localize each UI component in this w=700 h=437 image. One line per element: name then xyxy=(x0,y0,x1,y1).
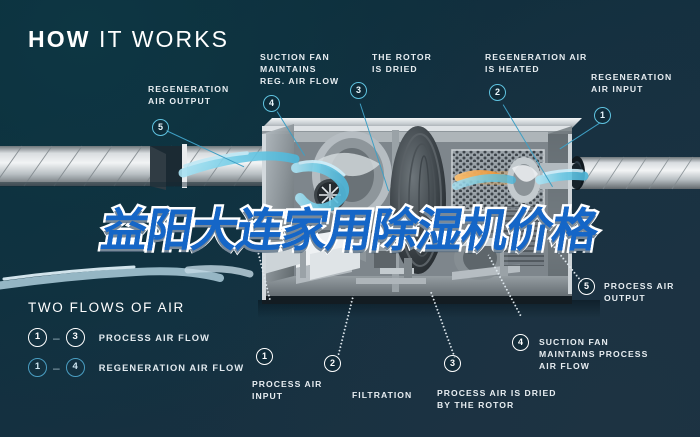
callout-filtration-label: FILTRATION xyxy=(352,390,413,400)
callout-marker-1-top[interactable]: 1 xyxy=(594,107,611,124)
callout-marker-3-bottom[interactable]: 3 xyxy=(444,355,461,372)
legend-circle-4: 4 xyxy=(65,358,85,377)
callout-marker-3-top[interactable]: 3 xyxy=(350,82,367,99)
callout-marker-2-top[interactable]: 2 xyxy=(489,84,506,101)
legend-title: TWO FLOWS OF AIR xyxy=(28,300,185,315)
left-spiral-duct xyxy=(0,144,293,190)
callout-suction-fan-reg-label: SUCTION FAN MAINTAINS REG. AIR FLOW xyxy=(260,52,340,86)
page-title-light: IT WORKS xyxy=(99,26,230,52)
callout-marker-1-bottom[interactable]: 1 xyxy=(256,348,273,365)
callout-marker-4-top[interactable]: 4 xyxy=(263,95,280,112)
callout-rotor-dried-label: THE ROTOR IS DRIED xyxy=(372,52,432,74)
callout-suction-fan-process-label: SUCTION FAN MAINTAINS PROCESS AIR FLOW xyxy=(539,337,649,371)
callout-regeneration-air-input-label: REGENERATION AIR INPUT xyxy=(591,72,673,94)
callout-marker-4-bottom[interactable]: 4 xyxy=(512,334,529,351)
callout-regeneration-air-output-label: REGENERATION AIR OUTPUT xyxy=(148,84,230,106)
legend-circle-1: 1 xyxy=(28,328,47,347)
page-title: HOW IT WORKS xyxy=(28,26,229,53)
callout-marker-5-top[interactable]: 5 xyxy=(152,119,169,136)
callout-process-air-dried-label: PROCESS AIR IS DRIED BY THE ROTOR xyxy=(437,388,557,410)
callout-marker-2-bottom[interactable]: 2 xyxy=(324,355,341,372)
callout-marker-5-bottom[interactable]: 5 xyxy=(578,278,595,295)
callout-process-air-input-label: PROCESS AIR INPUT xyxy=(252,379,323,401)
legend-label-regeneration-air-flow: REGENERATION AIR FLOW xyxy=(98,362,245,373)
legend-row-process-air-flow[interactable]: 1 – 3 PROCESS AIR FLOW xyxy=(28,328,244,347)
legend-circle-1-reg: 1 xyxy=(28,358,47,377)
legend-dash: – xyxy=(53,330,60,345)
callout-regeneration-air-heated-label: REGENERATION AIR IS HEATED xyxy=(485,52,588,74)
legend-circle-3: 3 xyxy=(65,328,85,347)
legend-dash-reg: – xyxy=(53,360,60,375)
regeneration-fan xyxy=(507,157,541,203)
lower-mechanics xyxy=(356,246,426,284)
watermark-overlay-text: 益阳大连家用除湿机价格 xyxy=(97,203,602,257)
desiccant-rotor xyxy=(390,126,446,274)
callout-process-air-output-label: PROCESS AIR OUTPUT xyxy=(604,281,675,303)
filtration-cassettes xyxy=(264,228,366,284)
page-title-bold: HOW xyxy=(28,26,91,52)
legend-label-process-air-flow: PROCESS AIR FLOW xyxy=(98,332,210,343)
suction-fan-assembly xyxy=(312,131,392,219)
right-spiral-duct xyxy=(569,156,700,190)
airflow-ribbons xyxy=(0,151,589,290)
legend: TWO FLOWS OF AIR 1 – 3 PROCESS AIR FLOW … xyxy=(28,300,244,388)
legend-row-regeneration-air-flow[interactable]: 1 – 4 REGENERATION AIR FLOW xyxy=(28,358,244,377)
process-fan-lower xyxy=(452,206,544,280)
